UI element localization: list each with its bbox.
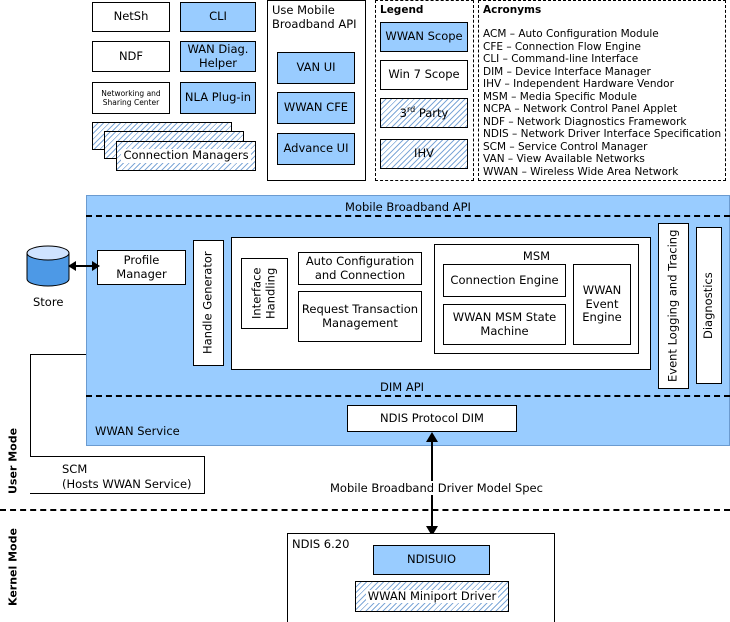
event-logging-label: Event Logging and Tracing [665, 229, 680, 383]
acronym-item: NDF – Network Diagnostics Framework [483, 115, 687, 128]
dim-api-divider [86, 395, 730, 397]
dim-api-label: DIM API [380, 380, 425, 394]
connection-managers-label: Connection Managers [121, 148, 251, 163]
van-ui-box: VAN UI [277, 52, 355, 84]
acronym-item: ACM – Auto Configuration Module [483, 28, 659, 40]
scm-label: SCM (Hosts WWAN Service) [62, 462, 192, 491]
driver-spec-label: Mobile Broadband Driver Model Spec [328, 481, 545, 495]
wwan-event-engine-box: WWAN Event Engine [573, 264, 631, 345]
cli-box: CLI [180, 2, 256, 32]
networking-sharing-center-label: Networking and Sharing Center [101, 89, 161, 107]
interface-handling-label: Interface Handling [249, 267, 278, 320]
wwan-cfe-box: WWAN CFE [277, 92, 355, 124]
wwan-cfe-label: WWAN CFE [283, 100, 349, 115]
nla-plugin-label: NLA Plug-in [184, 90, 252, 105]
acronyms-container [478, 0, 726, 181]
legend-win7-scope: Win 7 Scope [380, 60, 468, 90]
request-txn-label: Request Transaction Management [301, 301, 419, 330]
wwan-msm-state-machine-label: WWAN MSM State Machine [452, 309, 557, 338]
legend-wwan-scope-label: WWAN Scope [385, 29, 463, 44]
acronym-item: MSM – Media Specific Module [483, 90, 637, 103]
legend-title: Legend [380, 4, 424, 16]
ndf-label: NDF [118, 48, 144, 63]
legend-win7-scope-label: Win 7 Scope [388, 67, 460, 82]
legend-ihv: IHV [380, 139, 468, 169]
store-label: Store [33, 295, 64, 309]
msm-title: MSM [522, 249, 551, 263]
ndis-title: NDIS 6.20 [292, 537, 350, 551]
store-database-icon [26, 245, 70, 287]
wwan-miniport-box: WWAN Miniport Driver [355, 581, 509, 612]
legend-wwan-scope: WWAN Scope [380, 22, 468, 52]
nla-plugin-box: NLA Plug-in [180, 82, 256, 114]
legend-third-party-label: 3rd Party [399, 105, 449, 121]
profile-manager-label: Profile Manager [116, 252, 167, 281]
wwan-msm-state-machine-box: WWAN MSM State Machine [443, 304, 566, 345]
connection-engine-label: Connection Engine [450, 272, 559, 287]
legend-third-party: 3rd Party [380, 98, 468, 128]
profile-manager-box: Profile Manager [97, 250, 186, 285]
ndis-protocol-dim-box: NDIS Protocol DIM [347, 405, 517, 432]
store-profile-arrow-icon [68, 261, 100, 271]
acronym-item: DIM – Device Interface Manager [483, 65, 651, 78]
advance-ui-box: Advance UI [277, 133, 355, 165]
diagnostics-label: Diagnostics [701, 272, 716, 339]
ndis-protocol-dim-label: NDIS Protocol DIM [380, 410, 484, 425]
interface-handling-box: Interface Handling [241, 258, 288, 329]
user-mode-label: User Mode [6, 427, 20, 495]
wan-diag-helper-box: WAN Diag. Helper [180, 41, 256, 72]
wwan-miniport-label: WWAN Miniport Driver [365, 588, 499, 604]
netsh-box: NetSh [92, 2, 170, 32]
acronym-item: SCM – Service Control Manager [483, 140, 648, 153]
auto-config-box: Auto Configuration and Connection [298, 252, 422, 285]
netsh-label: NetSh [113, 9, 149, 24]
user-kernel-mode-divider [0, 509, 730, 511]
auto-config-label: Auto Configuration and Connection [305, 253, 415, 282]
request-txn-box: Request Transaction Management [298, 291, 422, 342]
acronym-item: IHV – Independent Hardware Vendor [483, 78, 674, 90]
connection-managers-box: Connection Managers [116, 141, 256, 171]
advance-ui-label: Advance UI [283, 141, 349, 156]
ndf-box: NDF [92, 41, 170, 72]
mobile-broadband-api-label: Mobile Broadband API [345, 200, 471, 214]
acronym-item: VAN – View Available Networks [483, 153, 645, 165]
acronym-item: NDIS – Network Driver Interface Specific… [483, 128, 722, 140]
handle-generator-box: Handle Generator [193, 240, 224, 366]
diagnostics-box: Diagnostics [696, 227, 722, 384]
van-ui-label: VAN UI [296, 60, 336, 75]
mobile-broadband-api-divider [86, 215, 730, 217]
wwan-service-label: WWAN Service [95, 424, 180, 438]
ndisuio-label: NDISUIO [406, 552, 456, 567]
handle-generator-label: Handle Generator [200, 251, 215, 355]
cli-label: CLI [209, 9, 227, 24]
connection-engine-box: Connection Engine [443, 264, 566, 297]
event-logging-box: Event Logging and Tracing [658, 223, 689, 389]
scm-frame-bottom [30, 456, 205, 494]
wan-diag-helper-label: WAN Diag. Helper [187, 41, 249, 70]
wwan-event-engine-label: WWAN Event Engine [582, 282, 622, 325]
kernel-mode-label: Kernel Mode [6, 528, 20, 606]
acronym-item: CFE – Connection Flow Engine [483, 40, 641, 53]
networking-sharing-center-box: Networking and Sharing Center [92, 82, 170, 114]
use-mbapi-title: Use Mobile Broadband API [272, 3, 357, 31]
acronym-item: NCPA – Network Control Panel Applet [483, 103, 678, 115]
acronym-item: CLI – Command-line Interface [483, 53, 639, 65]
acronym-item: WWAN – Wireless Wide Area Network [483, 165, 679, 178]
legend-ihv-label: IHV [414, 146, 434, 161]
acronyms-title: Acronyms [483, 4, 542, 16]
ndisuio-box: NDISUIO [373, 545, 490, 575]
